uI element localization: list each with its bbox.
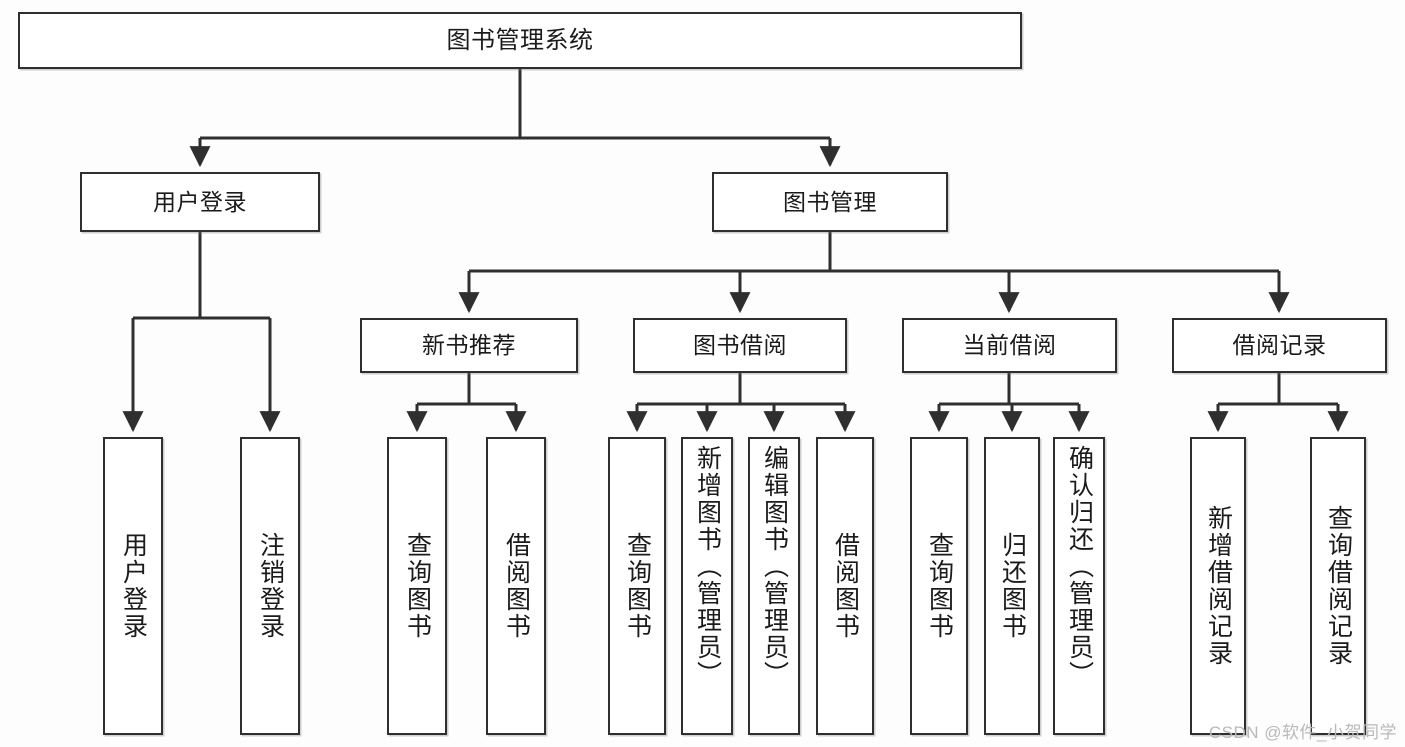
node-user-login-label: 用户登录 <box>153 188 247 215</box>
node-current-borrow[interactable]: 当前借阅 <box>902 318 1117 373</box>
node-book-manage-label: 图书管理 <box>783 188 877 215</box>
node-leaf-query-book-2-label: 查询图书 <box>623 532 652 640</box>
node-leaf-return-book-label: 归还图书 <box>998 532 1027 640</box>
node-leaf-query-book-3[interactable]: 查询图书 <box>910 437 968 735</box>
csdn-watermark: CSDN @软件_小贺同学 <box>1208 723 1397 742</box>
node-leaf-query-book-3-label: 查询图书 <box>925 532 954 640</box>
node-book-borrow[interactable]: 图书借阅 <box>633 318 847 373</box>
node-leaf-query-book-1-label: 查询图书 <box>403 532 432 640</box>
node-leaf-query-record-label: 查询借阅记录 <box>1324 505 1353 667</box>
node-user-login[interactable]: 用户登录 <box>80 172 320 232</box>
node-leaf-borrow-book-1[interactable]: 借阅图书 <box>486 437 546 735</box>
node-leaf-add-book-label: 新增图书（管理员） <box>693 445 722 688</box>
node-book-manage[interactable]: 图书管理 <box>712 172 948 232</box>
node-leaf-confirm-return[interactable]: 确认归还（管理员） <box>1053 437 1105 735</box>
node-leaf-add-record[interactable]: 新增借阅记录 <box>1190 437 1246 735</box>
node-root-label: 图书管理系统 <box>446 26 594 54</box>
node-book-borrow-label: 图书借阅 <box>693 332 787 359</box>
node-leaf-confirm-return-label: 确认归还（管理员） <box>1065 445 1094 688</box>
node-leaf-logout-label: 注销登录 <box>256 532 285 640</box>
node-leaf-add-book[interactable]: 新增图书（管理员） <box>681 437 733 735</box>
node-borrow-record[interactable]: 借阅记录 <box>1172 318 1387 373</box>
node-leaf-logout[interactable]: 注销登录 <box>240 437 300 735</box>
node-leaf-user-login[interactable]: 用户登录 <box>103 437 163 735</box>
node-current-borrow-label: 当前借阅 <box>962 332 1057 359</box>
node-root[interactable]: 图书管理系统 <box>18 12 1022 69</box>
node-leaf-borrow-book-2-label: 借阅图书 <box>831 532 860 640</box>
node-leaf-query-record[interactable]: 查询借阅记录 <box>1310 437 1366 735</box>
node-borrow-record-label: 借阅记录 <box>1232 332 1327 359</box>
node-leaf-query-book-1[interactable]: 查询图书 <box>387 437 447 735</box>
node-leaf-user-login-label: 用户登录 <box>119 532 148 640</box>
node-leaf-add-record-label: 新增借阅记录 <box>1204 505 1233 667</box>
node-leaf-borrow-book-2[interactable]: 借阅图书 <box>816 437 874 735</box>
node-new-book-recommend[interactable]: 新书推荐 <box>360 318 578 373</box>
node-leaf-query-book-2[interactable]: 查询图书 <box>608 437 666 735</box>
node-leaf-borrow-book-1-label: 借阅图书 <box>502 532 531 640</box>
node-leaf-edit-book-label: 编辑图书（管理员） <box>760 445 789 688</box>
node-new-book-recommend-label: 新书推荐 <box>422 332 516 359</box>
node-leaf-edit-book[interactable]: 编辑图书（管理员） <box>748 437 800 735</box>
node-leaf-return-book[interactable]: 归还图书 <box>984 437 1040 735</box>
